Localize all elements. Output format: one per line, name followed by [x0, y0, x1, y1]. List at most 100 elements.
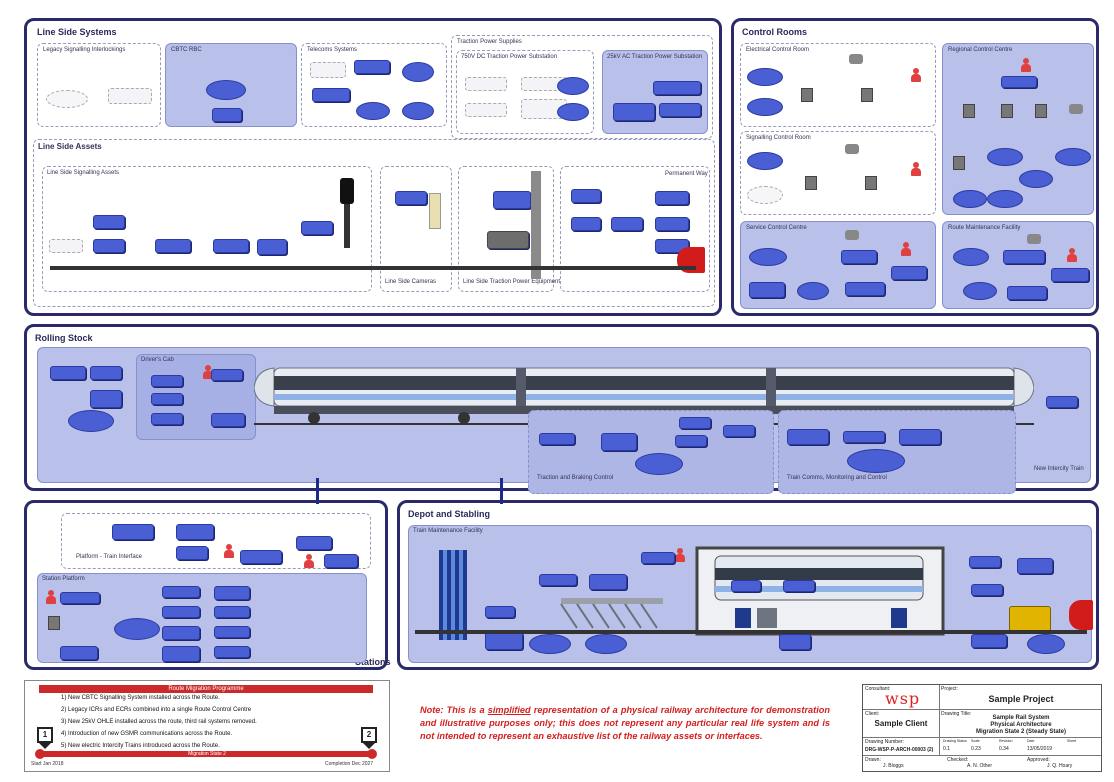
line-side-track: [50, 266, 696, 270]
ecr-computer-icon-2: [861, 88, 873, 102]
signalling-node-4: [213, 239, 249, 253]
panel-title-depot-and-stabling: Depot and Stabling: [408, 509, 490, 519]
depot-buffer-stop-icon: [1069, 600, 1093, 630]
rcc-computer-1: [963, 104, 975, 118]
migration-marker-2: 2: [361, 727, 377, 743]
scr-cloud-legacy: [747, 186, 783, 204]
project-name: Sample Project: [941, 694, 1101, 704]
rcc-operator-icon: [1021, 58, 1031, 72]
subpanel-electrical-control-room: Electrical Control Room: [740, 43, 936, 127]
rcc-server-icon: [953, 156, 965, 170]
panel-title-rolling-stock: Rolling Stock: [35, 333, 93, 343]
signalling-node-2: [93, 239, 125, 253]
migration-title-bar: Route Migration Programme: [39, 685, 373, 693]
signalling-node-6: [301, 221, 333, 235]
ohle-node-1: [493, 191, 531, 209]
scr-cloud: [747, 152, 783, 170]
subpanel-25kv-ac: 25kV AC Traction Power Substation: [602, 50, 708, 134]
title-block-divider-h1: [863, 709, 1101, 710]
signalling-node-5: [257, 239, 287, 255]
migration-start-label: Start Jan 2018: [31, 761, 64, 767]
cab-node-1: [151, 375, 183, 387]
subpanel-station-platform: Station Platform: [37, 573, 367, 663]
rmf-node-1: [1003, 250, 1045, 264]
migration-marker-1: 1: [37, 727, 53, 743]
rev-col-4-label: Date: [1027, 739, 1034, 743]
depot-cloud-1: [529, 634, 571, 654]
subpanel-line-side-traction-power: Line Side Traction Power Equipment: [458, 166, 554, 292]
depot-gantry-graphic: [557, 592, 667, 630]
migration-caption: Migration State 2: [25, 751, 389, 757]
rmf-operator-icon: [1067, 248, 1077, 262]
rcc-cloud-2: [1055, 148, 1091, 166]
gsmr-cloud: [402, 62, 434, 82]
station-node-1: [60, 592, 100, 604]
signalling-node-3: [155, 239, 191, 253]
control-rooms-panel: Control Rooms Electrical Control Room Si…: [731, 18, 1099, 316]
scr-phone-icon: [845, 144, 859, 154]
rev-col-2-value: 0.23: [971, 746, 981, 752]
station-node-10: [60, 646, 98, 660]
ecr-cloud-1: [747, 68, 783, 86]
camera-icon: [429, 193, 441, 229]
train-node-right: [1046, 396, 1078, 408]
pway-node-4: [611, 217, 643, 231]
station-computer-icon: [48, 616, 60, 630]
station-node-9: [214, 646, 250, 658]
depot-node-3: [589, 574, 627, 590]
rcc-computer-3: [1035, 104, 1047, 118]
legacy-telecoms-node: [310, 62, 346, 78]
drawing-number-label: Drawing Number:: [865, 739, 904, 745]
tbc-node-4: [679, 417, 711, 429]
ohle-mast-icon: [531, 171, 541, 279]
train-network-cloud: [68, 410, 114, 432]
rcc-cloud-5: [987, 190, 1023, 208]
pway-node-3: [571, 217, 601, 231]
subpanel-telecoms-systems: Telecoms Systems: [301, 43, 447, 127]
migration-step-5: 5) New electric Intercity Trains introdu…: [61, 743, 220, 749]
station-node-4: [162, 626, 200, 640]
migration-step-4: 4) Introduction of new GSMR communicatio…: [61, 731, 232, 737]
pti-staff-icon: [224, 544, 234, 558]
train-node-3: [90, 390, 122, 408]
dc-node-1: [465, 77, 507, 91]
migration-programme-box: Route Migration Programme 1) New CBTC Si…: [24, 680, 390, 772]
subpanel-signalling-control-room: Signalling Control Room: [740, 131, 936, 215]
telecoms-cloud-2: [356, 102, 390, 120]
subpanel-line-side-assets: Line Side Assets Line Side Signalling As…: [33, 139, 715, 307]
title-block-divider-h2: [863, 737, 1101, 738]
drawn-value: J. Bloggs: [883, 763, 904, 769]
train-node-1: [50, 366, 86, 380]
comms-node-3: [899, 429, 941, 445]
tbc-node-1: [539, 433, 575, 445]
svc-node-1: [841, 250, 877, 264]
signalling-node-1: [93, 215, 125, 229]
cab-node-3: [151, 413, 183, 425]
subpanel-train-comms: Train Comms, Monitoring and Control: [778, 410, 1016, 494]
depot-and-stabling-panel: Depot and Stabling Train Maintenance Fac…: [397, 500, 1099, 670]
subpanel-line-side-cameras: Line Side Cameras: [380, 166, 452, 292]
comms-cloud: [847, 449, 905, 473]
station-node-2: [162, 586, 200, 598]
wsp-logo: wsp: [885, 689, 920, 708]
depot-node-11: [779, 634, 811, 650]
ac-node-1: [653, 81, 701, 95]
station-node-8: [214, 626, 250, 638]
rev-col-2-label: Scale: [971, 739, 980, 743]
tbc-node-3: [675, 435, 707, 447]
depot-node-10: [971, 584, 1003, 596]
line-side-systems-panel: Line Side Systems Legacy Signalling Inte…: [24, 18, 722, 316]
pti-person-icon: [304, 554, 314, 568]
tbc-node-2: [601, 433, 637, 451]
ohle-node-2: [487, 231, 529, 249]
svc-cloud-1: [749, 248, 787, 266]
depot-cloud-3: [1027, 634, 1065, 654]
subpanel-drivers-cab: Driver's Cab: [136, 354, 256, 440]
station-node-3: [162, 606, 200, 618]
title-block-divider-h3: [863, 755, 1101, 756]
pti-node-3: [176, 546, 208, 560]
signal-head-icon: [340, 178, 354, 204]
depot-node-4: [641, 552, 675, 564]
rcc-cloud-4: [1019, 170, 1053, 188]
svc-cloud-2: [797, 282, 829, 300]
